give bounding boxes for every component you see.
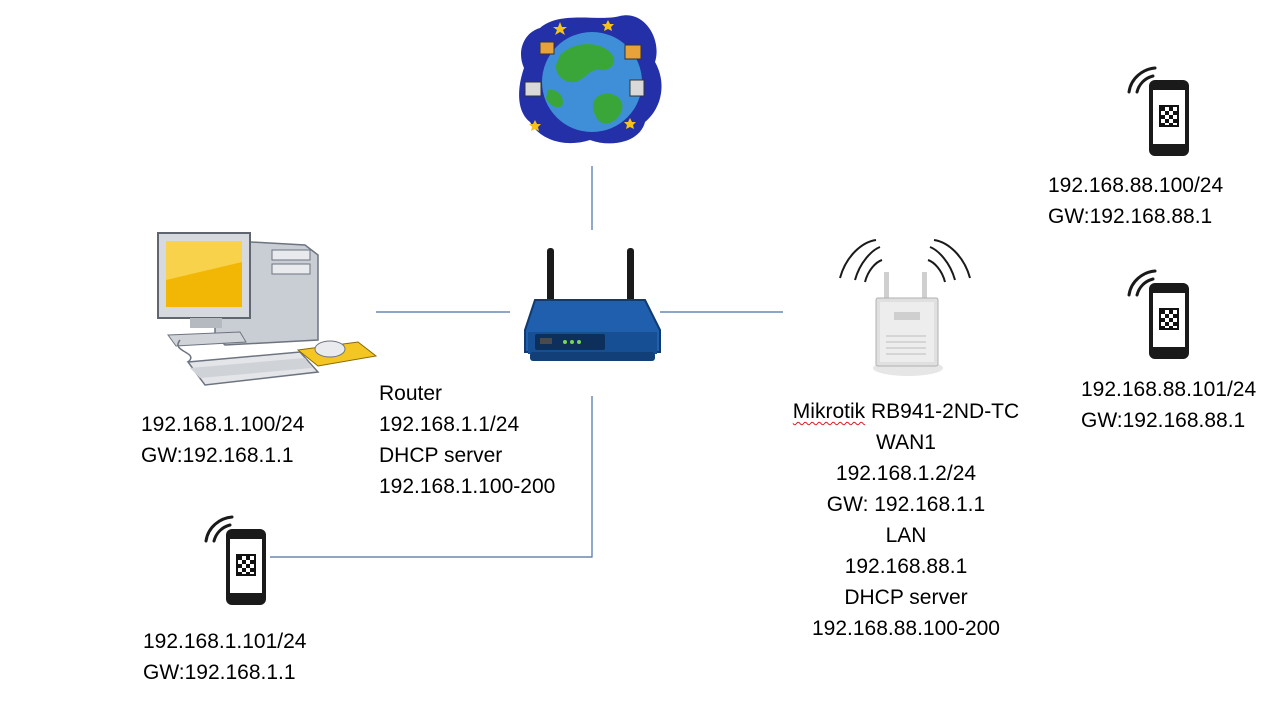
smartphone-wifi-icon: [1127, 269, 1191, 361]
router-dhcp: DHCP server: [379, 444, 503, 467]
router-label: Router 192.168.1.1/24 DHCP server 192.16…: [379, 378, 555, 502]
smartphone-wifi-icon: [204, 515, 268, 607]
phone-lan-ip: 192.168.1.101/24: [143, 630, 307, 653]
mikrotik-label: Mikrotik RB941-2ND-TC WAN1 192.168.1.2/2…: [756, 396, 1056, 644]
connections: [270, 166, 783, 558]
smartphone-wifi-icon: [1127, 66, 1191, 158]
mikrotik-wan-gateway: GW: 192.168.1.1: [826, 493, 986, 516]
phone-wlan-1-gateway: GW:192.168.88.1: [1048, 205, 1213, 228]
phone-wlan-2-label: 192.168.88.101/24 GW:192.168.88.1: [1081, 374, 1256, 436]
phone-wlan-1-label: 192.168.88.100/24 GW:192.168.88.1: [1048, 170, 1223, 232]
phone-wlan-2-ip: 192.168.88.101/24: [1081, 378, 1257, 401]
phone-wlan-1-ip: 192.168.88.100/24: [1048, 174, 1224, 197]
phone-lan-label: 192.168.1.101/24 GW:192.168.1.1: [143, 626, 307, 688]
mikrotik-lan-heading: LAN: [885, 524, 927, 547]
mikrotik-dhcp-range: 192.168.88.100-200: [811, 617, 1000, 640]
phone-lan-gateway: GW:192.168.1.1: [143, 661, 296, 684]
mikrotik-brand: Mikrotik: [792, 400, 866, 423]
router-ip: 192.168.1.1/24: [379, 413, 520, 436]
pc-gateway: GW:192.168.1.1: [141, 444, 294, 467]
router-dhcp-range: 192.168.1.100-200: [379, 475, 556, 498]
pc-label: 192.168.1.100/24 GW:192.168.1.1: [141, 409, 305, 471]
mikrotik-access-point-icon: [839, 239, 971, 376]
mikrotik-model: RB941-2ND-TC: [865, 400, 1020, 423]
internet-globe-icon: [519, 15, 662, 144]
mikrotik-title: Mikrotik RB941-2ND-TC: [756, 396, 1056, 427]
wireless-router-icon: [524, 248, 661, 361]
mikrotik-dhcp: DHCP server: [844, 586, 968, 609]
desktop-computer-icon: [157, 232, 378, 386]
pc-ip: 192.168.1.100/24: [141, 413, 305, 436]
mikrotik-lan-ip: 192.168.88.1: [844, 555, 968, 578]
mikrotik-wan-ip: 192.168.1.2/24: [835, 462, 977, 485]
phone-wlan-2-gateway: GW:192.168.88.1: [1081, 409, 1246, 432]
router-name: Router: [379, 382, 443, 405]
link-router-phone: [270, 396, 593, 558]
mikrotik-wan-heading: WAN1: [876, 431, 936, 454]
